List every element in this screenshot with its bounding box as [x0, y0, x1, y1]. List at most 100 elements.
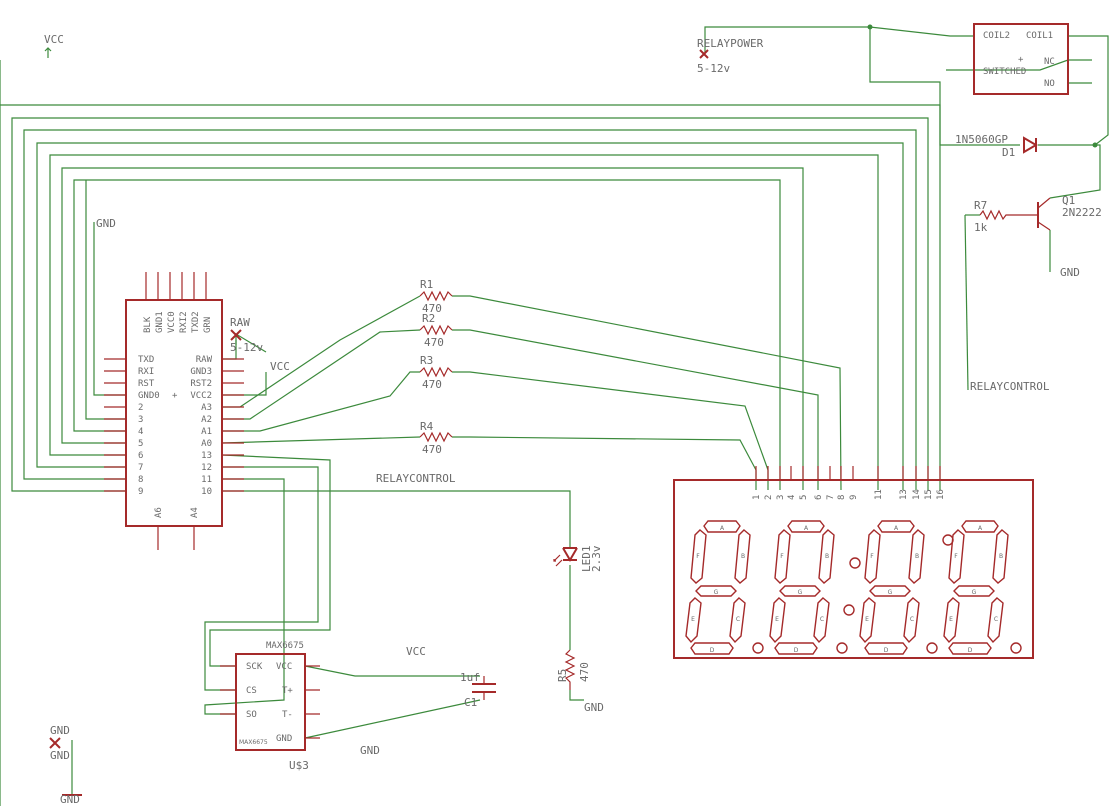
arduino-right-pins: RAW GND3 RST2 VCC2 A3 A2 A1 A0 13 12 11 …: [190, 355, 212, 497]
display-pin-label: 16: [936, 489, 946, 500]
arduino-left-pins: TXD RXI RST GND0 2 3 4 5 6 7 8 9: [138, 355, 160, 497]
arduino-left-pin: 4: [138, 427, 143, 437]
arduino-right-pin: RST2: [190, 379, 212, 389]
wire-r1-disp: [452, 295, 842, 491]
relaypower-label: RELAYPOWER: [697, 37, 764, 50]
segment-letter: F: [954, 553, 958, 560]
segment-g: [869, 585, 911, 597]
display-pin-label: 13: [899, 489, 909, 500]
wires: [0, 26, 1109, 806]
vcc-arrow-icon: [44, 47, 52, 58]
raw-label: RAW: [230, 316, 250, 329]
wire-pin5: [61, 167, 804, 490]
arduino-bottom-pin-lines: [157, 526, 195, 550]
segment-letter: A: [894, 525, 899, 532]
resistor-icon: [419, 324, 453, 336]
arduino-right-pin: 10: [201, 487, 212, 497]
no-connect-icon: [49, 737, 61, 749]
r5-value: 470: [578, 662, 591, 682]
diode-part: 1N5060GP: [955, 133, 1008, 146]
wire-12-cs: [204, 466, 319, 691]
led-name: LED1: [580, 546, 593, 573]
resistor-icon: [419, 290, 453, 302]
segment-g: [779, 585, 821, 597]
arduino-right-pin: 13: [201, 451, 212, 461]
relaycontrol-label-left: RELAYCONTROL: [376, 472, 456, 485]
max6675-pin-left: SCK: [246, 662, 263, 672]
gnd-label-max: GND: [360, 744, 380, 757]
segment-letter: B: [999, 553, 1003, 560]
arduino-right-pin: A3: [201, 403, 212, 413]
wire-a1-r3: [222, 371, 420, 432]
led-led1: LED1 2.3v: [553, 545, 603, 573]
relay-switched: SWITCHED: [983, 67, 1026, 77]
max6675-chip: MAX6675 SCK CS SO VCC T+ T- GND MAX6675 …: [220, 641, 320, 772]
max6675-pin-left: SO: [246, 710, 257, 720]
arduino-right-pin-lines: [222, 358, 244, 492]
r7-name: R7: [974, 199, 987, 212]
resistor-r2: R2 470: [419, 312, 453, 349]
transistor-icon: [1010, 197, 1051, 231]
segment-dp: [752, 642, 764, 654]
arduino-left-pin: 9: [138, 487, 143, 497]
arduino-right-pin: A0: [201, 439, 212, 449]
wire-max-vcc: [304, 665, 480, 677]
vcc-supply-top: VCC: [44, 33, 64, 58]
max6675-pin-left: CS: [246, 686, 257, 696]
segment-b: [818, 529, 835, 584]
r4-name: R4: [420, 420, 434, 433]
segment-letter: G: [972, 589, 977, 596]
segment-letter: C: [994, 616, 998, 623]
resistor-r5: R5 470: [556, 649, 591, 690]
display-pin-label: 5: [799, 495, 809, 500]
diode-d1: 1N5060GP D1: [955, 133, 1038, 159]
raw-supply: RAW 5-12v: [230, 316, 263, 354]
r3-name: R3: [420, 354, 433, 367]
r4-value: 470: [422, 443, 442, 456]
segment-letter: D: [968, 647, 973, 654]
relaycontrol-label-right: RELAYCONTROL: [970, 380, 1050, 393]
wire-r4-disp: [452, 436, 757, 490]
arduino-right-pin: A1: [201, 427, 212, 437]
relay-plus: +: [1018, 55, 1024, 65]
gnd-label-q1: GND: [1060, 266, 1080, 279]
segment-c: [729, 597, 746, 644]
arduino-plus: +: [172, 391, 178, 401]
segment-e: [685, 597, 702, 644]
display-pin-label: 4: [787, 495, 797, 500]
vcc-label-arduino: VCC: [270, 360, 290, 373]
arduino-top-pin: RXI2: [179, 311, 189, 333]
segment-letter: C: [736, 616, 740, 623]
resistor-r1: R1 470: [419, 278, 453, 315]
arduino-right-pin: VCC2: [190, 391, 212, 401]
wire-gnd0: [93, 222, 126, 396]
junction-dot: [1092, 142, 1098, 148]
display-pin-label: 3: [776, 495, 786, 500]
display-pin-label: 11: [874, 489, 884, 500]
arduino-left-pin: GND0: [138, 391, 160, 401]
segment-c: [903, 597, 920, 644]
segment-letter: C: [910, 616, 914, 623]
capacitor-icon: [472, 683, 496, 693]
led-emission-icon: [553, 554, 563, 567]
diode-name: D1: [1002, 146, 1015, 159]
wire-pin7: [36, 142, 904, 490]
segment-a: [961, 520, 999, 533]
display-pin-label: 9: [849, 495, 859, 500]
no-connect-icon: [230, 329, 242, 341]
segment-d: [690, 642, 734, 655]
segment-letter: D: [884, 647, 889, 654]
colon-dot: [843, 604, 855, 616]
wire-relaycontrol-led: [374, 490, 571, 548]
segment-letter: E: [865, 616, 869, 623]
segment-a: [787, 520, 825, 533]
arduino-top-pin: BLK: [143, 316, 153, 333]
arduino-left-pin: RST: [138, 379, 155, 389]
wire-r3-disp: [452, 371, 769, 490]
vcc-label-max: VCC: [406, 645, 426, 658]
